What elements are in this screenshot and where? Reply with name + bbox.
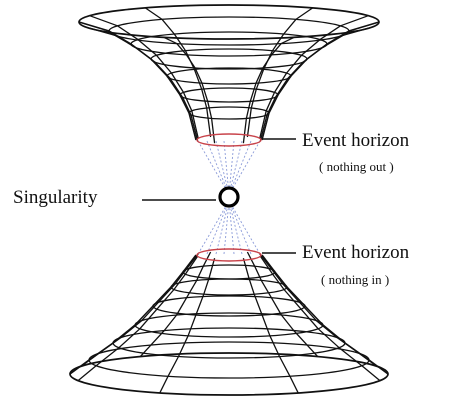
upper-funnel-ring: [167, 68, 291, 84]
lower-funnel-ring: [171, 279, 287, 295]
event-horizon-bottom-note: ( nothing in ): [321, 272, 389, 287]
upper-funnel-ring: [180, 88, 278, 102]
event-horizon-top-label: Event horizon: [302, 130, 410, 151]
singularity-marker: [220, 188, 238, 206]
lower-funnel-ring: [89, 342, 369, 378]
event-horizon-ring-top: [197, 134, 261, 146]
lower-funnel-ring: [70, 353, 388, 395]
throat-line-upper: [207, 141, 227, 190]
singularity-label: Singularity: [13, 187, 98, 208]
upper-funnel-meridian: [260, 16, 369, 139]
upper-funnel-meridian: [90, 16, 199, 139]
throat-line-lower: [231, 205, 251, 254]
lower-funnel-meridian: [81, 254, 198, 367]
upper-funnel-ring: [131, 32, 327, 56]
throat-line-upper: [231, 141, 251, 190]
lower-funnel-ring: [183, 265, 275, 279]
event-horizon-bottom-label: Event horizon: [302, 242, 410, 263]
throat-line-upper: [224, 141, 229, 190]
event-horizon-ring-bottom: [197, 249, 261, 261]
lower-funnel-meridian: [260, 254, 377, 367]
throat-line-upper: [229, 141, 234, 190]
upper-funnel-ring: [79, 5, 379, 39]
throat-line-lower: [207, 205, 227, 254]
upper-funnel-ring: [189, 107, 269, 119]
event-horizon-top-note: ( nothing out ): [319, 159, 394, 174]
upper-funnel-ring: [151, 49, 307, 69]
upper-funnel-mesh: [79, 5, 379, 143]
upper-funnel-ring: [109, 17, 349, 45]
